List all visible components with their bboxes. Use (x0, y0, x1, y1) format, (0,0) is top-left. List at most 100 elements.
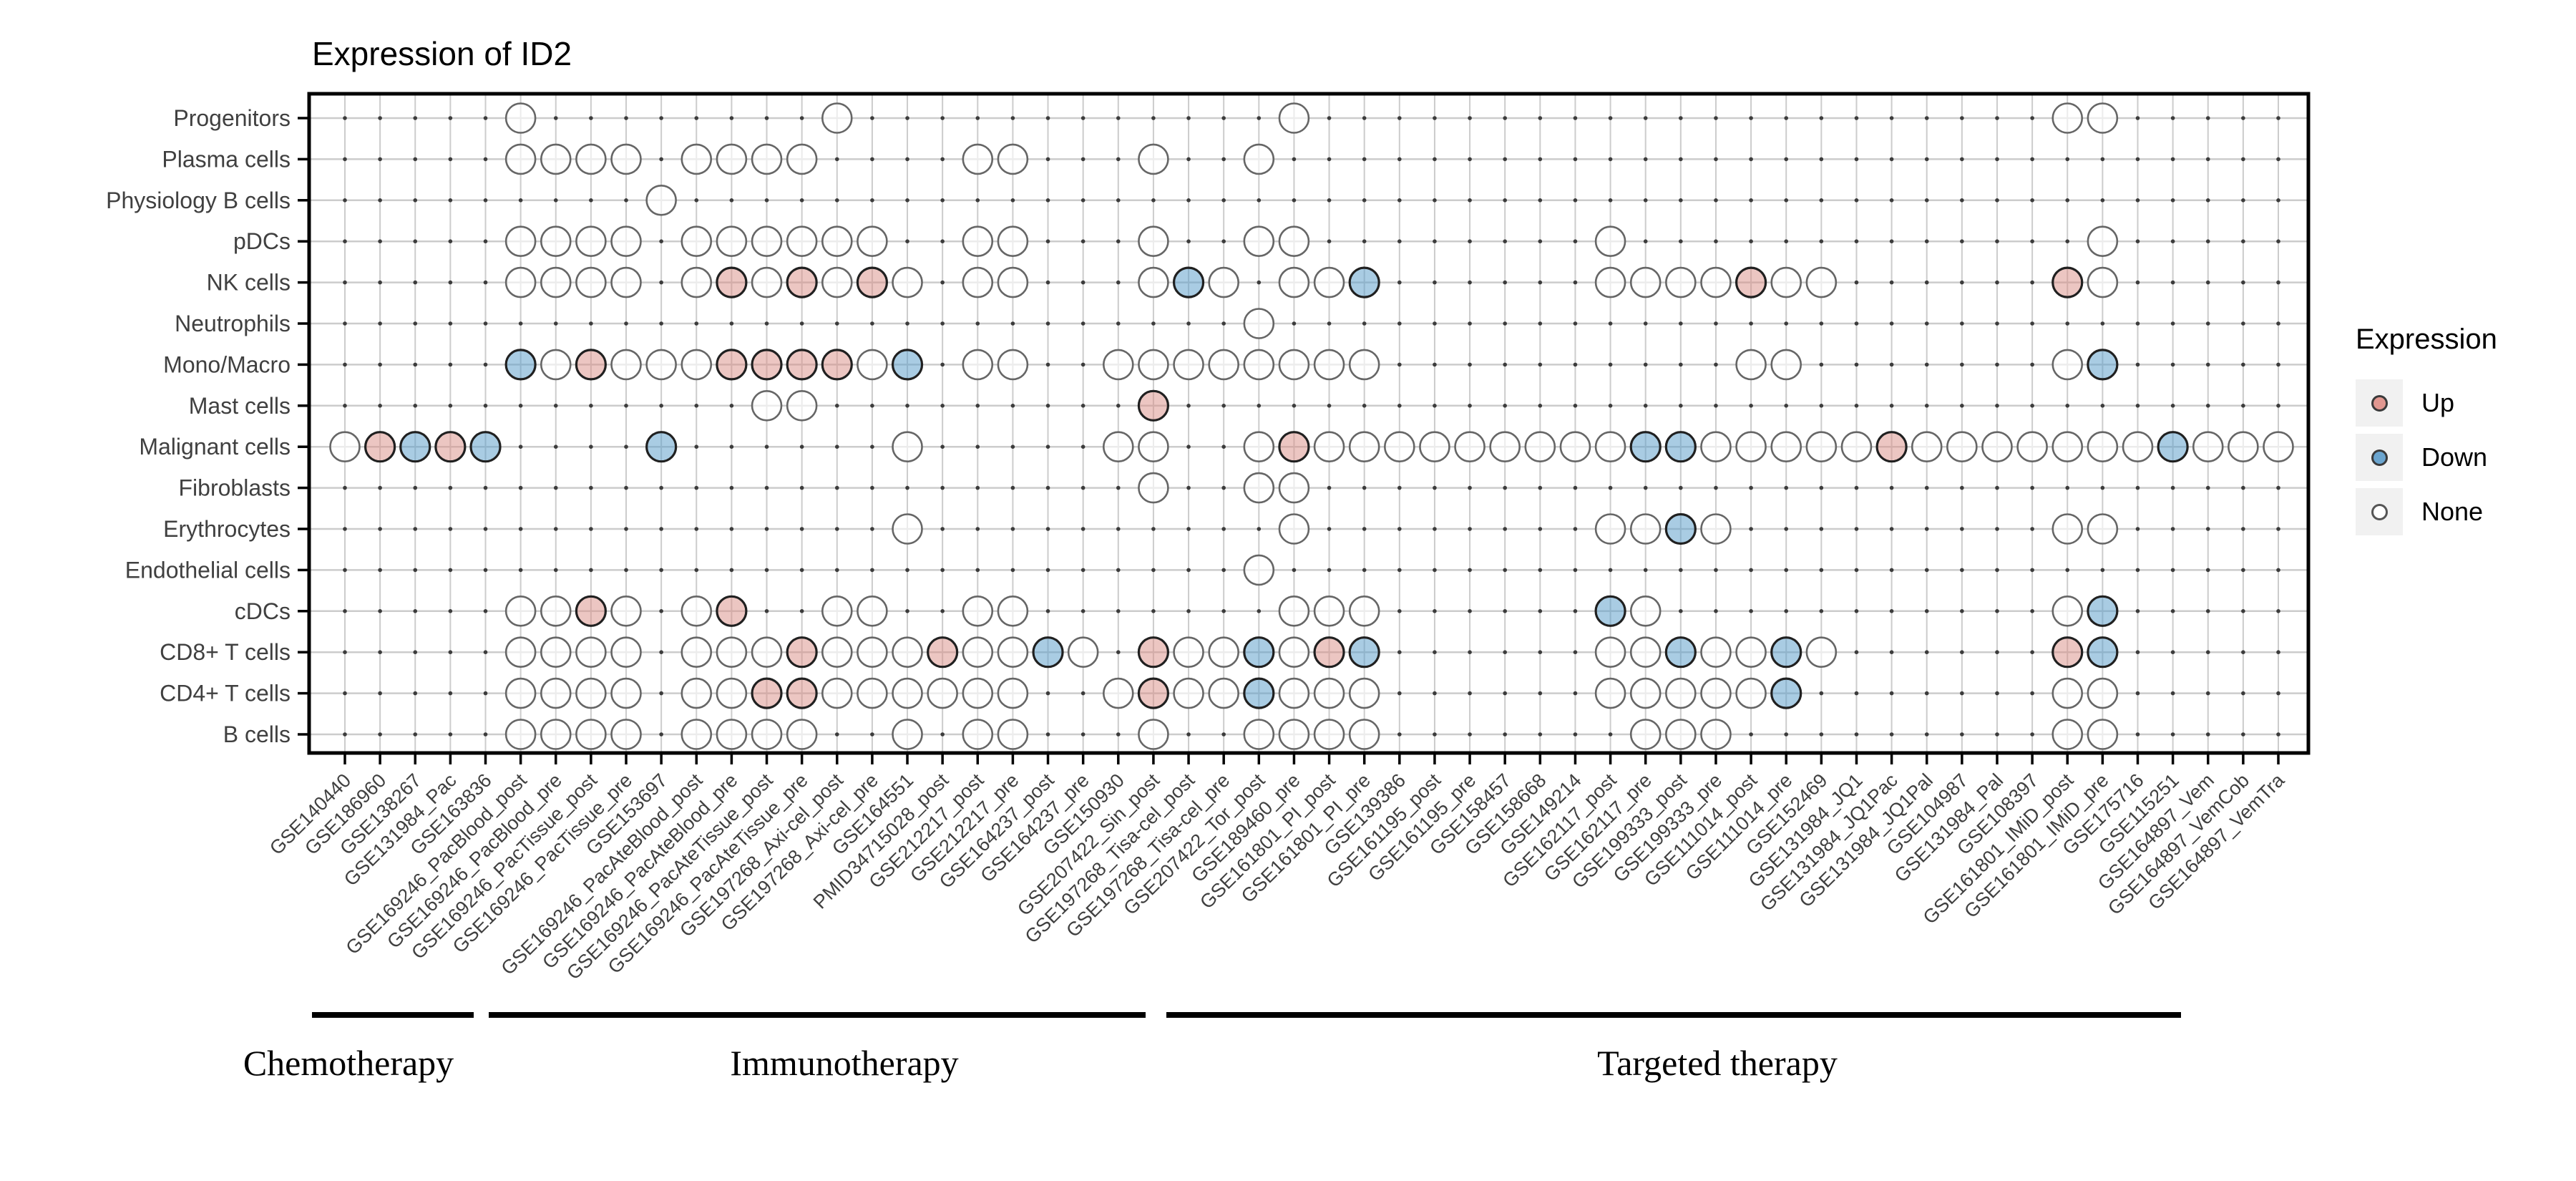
grid-dot (1573, 568, 1578, 573)
grid-dot (1116, 321, 1121, 326)
expression-dot-none (2051, 719, 2084, 750)
grid-dot (1045, 362, 1050, 367)
expression-dot-down (891, 349, 924, 381)
grid-dot (1045, 609, 1050, 613)
grid-dot (1151, 609, 1156, 613)
expression-dot-none (1313, 595, 1345, 627)
grid-dot (1186, 732, 1191, 737)
expression-dot-none (751, 389, 783, 422)
grid-dot (1503, 321, 1507, 326)
expression-dot-none (2228, 431, 2259, 463)
grid-dot (483, 650, 488, 654)
expression-dot-none (892, 513, 923, 545)
expression-dot-none (504, 102, 537, 134)
grid-dot (2241, 321, 2245, 326)
grid-dot (1010, 485, 1015, 490)
grid-dot (1397, 157, 1402, 162)
expression-dot-none (1208, 677, 1239, 709)
grid-dot (2100, 198, 2105, 203)
grid-dot (1679, 157, 1683, 162)
expression-dot-none (892, 636, 923, 669)
grid-dot (1854, 116, 1859, 120)
grid-dot (1433, 650, 1437, 654)
expression-dot-none (1594, 513, 1626, 545)
grid-dot (1397, 691, 1402, 696)
grid-dot (448, 280, 453, 285)
grid-dot (1679, 198, 1683, 203)
grid-dot (1749, 321, 1753, 326)
grid-dot (1080, 691, 1085, 696)
expression-dot-none (1454, 431, 1485, 463)
grid-dot (448, 362, 453, 367)
grid-dot (624, 198, 628, 203)
grid-dot (1257, 527, 1262, 531)
grid-dot (1151, 116, 1156, 120)
expression-dot-none (751, 266, 783, 298)
grid-dot (413, 568, 418, 573)
grid-dot (448, 321, 453, 326)
grid-dot (975, 527, 980, 531)
grid-dot (1045, 485, 1050, 490)
grid-dot (1960, 732, 1964, 737)
expression-dot-none (716, 143, 748, 175)
grid-dot (1784, 239, 1789, 244)
expression-dot-down (1348, 266, 1380, 298)
grid-dot (2241, 239, 2245, 244)
grid-dot (2205, 732, 2210, 737)
grid-dot (1468, 609, 1472, 613)
grid-dot (378, 116, 382, 120)
grid-dot (1010, 404, 1015, 408)
expression-dot-none (1103, 349, 1134, 381)
expression-dot-none (1700, 719, 1732, 750)
expression-dot-up (786, 349, 818, 381)
expression-dot-none (997, 677, 1029, 709)
grid-dot (870, 527, 874, 531)
expression-dot-down (645, 431, 678, 463)
grid-dot (1854, 239, 1859, 244)
grid-dot (553, 404, 558, 408)
grid-dot (518, 444, 523, 449)
expression-dot-none (1243, 472, 1275, 504)
expression-dot-none (1208, 636, 1239, 669)
grid-dot (1960, 157, 1964, 162)
expression-dot-none (680, 719, 713, 750)
grid-dot (1468, 321, 1472, 326)
grid-dot (2135, 691, 2140, 696)
grid-dot (694, 568, 699, 573)
grid-dot (870, 568, 874, 573)
expression-dot-down (1032, 636, 1064, 669)
grid-dot (1960, 568, 1964, 573)
legend-item-label: Down (2421, 442, 2488, 472)
grid-dot (1573, 362, 1578, 367)
grid-dot (2170, 485, 2175, 490)
row-label: Malignant cells (139, 434, 291, 460)
grid-dot (764, 444, 769, 449)
grid-dot (1116, 527, 1121, 531)
grid-dot (1116, 198, 1121, 203)
grid-dot (1924, 650, 1929, 654)
grid-dot (940, 280, 945, 285)
grid-dot (729, 116, 734, 120)
expression-dot-none (540, 595, 572, 627)
panel-border (307, 92, 2311, 755)
grid-dot (1010, 321, 1015, 326)
grid-dot (2241, 609, 2245, 613)
expression-dot-up (1875, 431, 1908, 463)
grid-dot (1221, 198, 1226, 203)
grid-dot (589, 444, 593, 449)
grid-dot (1679, 321, 1683, 326)
grid-dot (905, 116, 909, 120)
grid-dot (1784, 157, 1789, 162)
grid-dot (483, 321, 488, 326)
expression-dot-none (1313, 349, 1345, 381)
grid-dot (1468, 116, 1472, 120)
grid-dot (2170, 321, 2175, 326)
grid-dot (1116, 239, 1121, 244)
expression-dot-none (1173, 677, 1204, 709)
expression-dot-none (575, 266, 607, 298)
grid-dot (343, 362, 347, 367)
grid-dot (1889, 609, 1894, 613)
expression-dot-up (1313, 636, 1345, 669)
expression-dot-none (1243, 349, 1275, 381)
grid-dot (2276, 485, 2280, 490)
